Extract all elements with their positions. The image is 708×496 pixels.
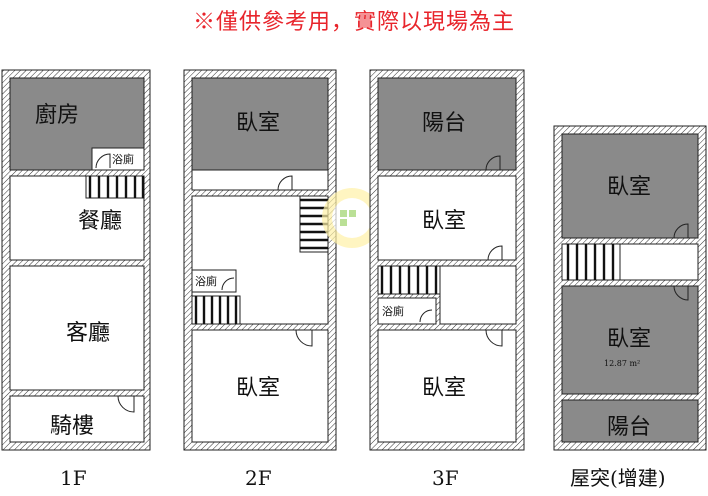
balcony-room (561, 399, 699, 443)
stairs-1f-steps (88, 176, 145, 198)
living-room (9, 265, 145, 391)
stairs-2f-lower (191, 295, 241, 325)
corridor-2f (191, 169, 329, 191)
floor-label-roof: 屋突(增建) (570, 466, 666, 490)
arcade-room (9, 395, 145, 443)
arcade-door (117, 395, 135, 413)
stairs-roof-steps (566, 244, 615, 280)
bathroom-label: 浴廁 (195, 274, 217, 288)
bathroom-room (91, 147, 145, 171)
bedroom-top-door (673, 223, 689, 239)
area-label: 12.87 m² (604, 359, 640, 368)
stairs-roof (561, 243, 621, 281)
bathroom-room (191, 269, 237, 293)
dining-label: 餐廳 (78, 209, 122, 234)
stairs-2f-lower-steps (194, 296, 238, 324)
bedroom-bottom-door (673, 285, 689, 301)
bedroom-bottom-door (295, 329, 313, 347)
watermark-logo (322, 188, 382, 248)
floor-2f: 臥室 浴廁 臥室 2F (183, 69, 337, 490)
arcade-label: 騎樓 (50, 414, 94, 439)
bedroom-top-door (277, 175, 293, 191)
bedroom-bottom-room (561, 285, 699, 395)
bedroom-mid-door (487, 245, 503, 261)
bedroom-top-room (561, 133, 699, 239)
balcony-door (485, 155, 501, 171)
balcony-room (377, 77, 517, 171)
bedroom-mid-label: 臥室 (422, 209, 466, 234)
stairs-3f-steps (380, 266, 438, 294)
bedroom-top-label: 臥室 (236, 111, 280, 136)
bedroom-mid-room (377, 175, 517, 261)
bathroom-label: 浴廁 (112, 152, 134, 166)
floor-roof: 臥室 臥室 12.87 m² 陽台 屋突(增建) (553, 125, 707, 490)
bedroom-top-label: 臥室 (607, 175, 651, 200)
floor-label-1f: 1F (60, 466, 87, 490)
balcony-label: 陽台 (422, 111, 466, 136)
floor-label-2f: 2F (245, 466, 272, 490)
kitchen-label: 廚房 (35, 103, 79, 128)
bedroom-bottom-door (485, 329, 503, 347)
bedroom-bottom-label: 臥室 (607, 327, 651, 352)
bedroom-bottom-label: 臥室 (236, 376, 280, 401)
bathroom-door (95, 153, 111, 169)
disclaimer-notice: ※僅供參考用，實際以現場為主 (192, 10, 515, 35)
floor-label-3f: 3F (432, 466, 459, 490)
hall-3f (439, 265, 517, 325)
bathroom-door (221, 277, 235, 291)
living-label: 客廳 (66, 321, 110, 346)
bedroom-top-room (191, 77, 329, 171)
floor-3f: 陽台 臥室 浴廁 臥室 3F (369, 69, 525, 490)
bathroom-door (419, 309, 433, 323)
stairs-2f-upper-steps (300, 198, 328, 250)
bathroom-label: 浴廁 (382, 304, 404, 318)
floor-1f: 廚房 浴廁 餐廳 客廳 騎樓 1F (1, 69, 151, 490)
bedroom-bottom-label: 臥室 (422, 376, 466, 401)
balcony-label: 陽台 (607, 415, 651, 440)
bedroom-bottom-room (191, 329, 329, 443)
bedroom-bottom-room (377, 329, 517, 443)
